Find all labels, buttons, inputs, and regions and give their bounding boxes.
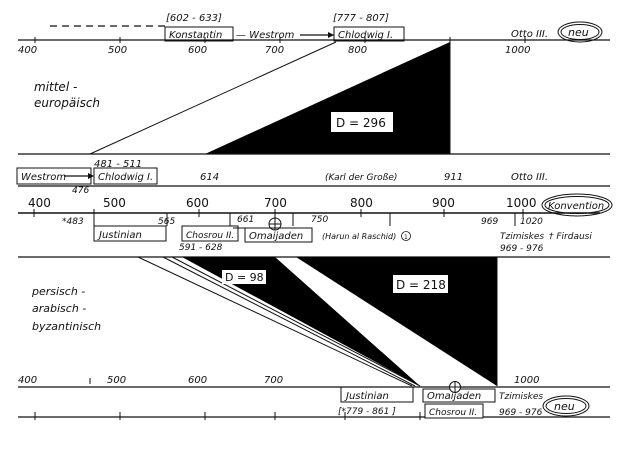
top-d-label-bg xyxy=(331,112,393,132)
lower-shift-line-3 xyxy=(171,256,421,387)
middle-axis-label-600: 600 xyxy=(186,196,209,210)
top-axis-label-800: 800 xyxy=(348,45,367,56)
middle-year-661: 661 xyxy=(237,215,254,225)
top-chlodwig-label: Chlodwig I. xyxy=(338,30,393,41)
lower-justinian-label: Justinian xyxy=(344,391,389,402)
lower-chosrou-box xyxy=(424,403,484,419)
region-label-arabisch: arabisch - xyxy=(32,302,86,315)
middle-year-969: 969 xyxy=(481,217,498,227)
middle-omaijaden-label: Omaijaden xyxy=(249,231,303,242)
top-westrom-arrowhead xyxy=(328,32,334,38)
middle-upper-annotations: 481 - 511 Westrom Chlodwig I. 614 (Karl … xyxy=(16,153,610,196)
lower-axis-label-600: 600 xyxy=(188,375,207,386)
top-konstantin-label: Konstantin xyxy=(169,30,222,41)
middle-footnote-circle xyxy=(401,231,411,241)
middle-year-911: 911 xyxy=(444,172,463,183)
middle-harun: (Harun al Raschid) xyxy=(322,232,396,241)
lower-neu-ellipse-outer xyxy=(542,395,590,417)
middle-footnote-number: 1 xyxy=(404,234,408,241)
top-bracket-years-left: [602 - 633] xyxy=(166,13,222,24)
middle-main-axis: 400 500 600 700 800 900 1000 Konvention … xyxy=(18,193,613,231)
konvention-label: Konvention xyxy=(548,201,604,212)
lower-neu-ellipse-inner xyxy=(545,398,587,414)
lower-axis-label-700: 700 xyxy=(264,375,283,386)
top-axis-label-700: 700 xyxy=(265,45,284,56)
lower-years-969-976: 969 - 976 xyxy=(499,408,543,418)
lower-d98-label: D = 98 xyxy=(225,271,264,284)
top-neu-ellipse-outer xyxy=(557,21,603,43)
top-axis-label-400: 400 xyxy=(18,45,37,56)
middle-axis-label-500: 500 xyxy=(103,196,126,210)
region-label-persisch: persisch - xyxy=(31,285,85,298)
lower-shift-line-2 xyxy=(162,256,416,387)
middle-omaijaden-box xyxy=(244,227,313,243)
middle-chosrou-label: Chosrou II. xyxy=(186,231,234,241)
top-neu-label: neu xyxy=(568,26,589,39)
middle-justinian-box xyxy=(93,225,167,242)
lower-d218-bg xyxy=(393,275,448,293)
middle-axis-label-400: 400 xyxy=(28,196,51,210)
middle-boxes: Justinian Chosrou II. Omaijaden (Harun a… xyxy=(93,225,592,254)
middle-years-481: 481 - 511 xyxy=(94,159,142,170)
middle-axis-label-900: 900 xyxy=(432,196,455,210)
middle-axis-label-700: 700 xyxy=(264,196,287,210)
lower-years-779: [*779 - 861 ] xyxy=(338,407,396,417)
middle-axis-label-800: 800 xyxy=(350,196,373,210)
top-chlodwig-box xyxy=(333,26,405,42)
top-axis-label-600: 600 xyxy=(188,45,207,56)
top-otto-label: Otto III. xyxy=(511,29,548,40)
region-label-mitteleuropaeisch-2: europäisch xyxy=(34,96,100,110)
lower-axis-label-1000: 1000 xyxy=(514,375,539,386)
middle-year-565: 565 xyxy=(158,217,175,227)
middle-chosrou-box xyxy=(181,225,239,242)
top-black-triangle xyxy=(205,42,450,154)
lower-d98-bg xyxy=(222,270,266,284)
middle-year-614: 614 xyxy=(200,172,219,183)
top-timeline: [602 - 633] [777 - 807] Konstantin — Wes… xyxy=(18,13,610,56)
middle-tzimiskes: Tzimiskes xyxy=(500,232,544,242)
lower-axis-label-400: 400 xyxy=(18,375,37,386)
middle-year-483: *483 xyxy=(62,217,84,227)
middle-axis-label-1000: 1000 xyxy=(506,196,537,210)
middle-firdausi: † Firdausi xyxy=(549,232,592,242)
middle-years-591: 591 - 628 xyxy=(179,243,223,253)
middle-karl: (Karl der Große) xyxy=(325,173,397,183)
middle-westrom-label: Westrom xyxy=(21,172,66,183)
top-axis-label-500: 500 xyxy=(108,45,127,56)
top-d-label: D = 296 xyxy=(336,116,386,130)
middle-chlodwig-box xyxy=(93,167,158,185)
region-label-byzantinisch: byzantinisch xyxy=(32,320,101,333)
top-westrom-label: — Westrom xyxy=(236,30,295,41)
top-konstantin-box xyxy=(164,26,234,42)
konvention-ellipse-outer xyxy=(541,193,613,217)
lower-omaijaden-label: Omaijaden xyxy=(427,391,481,402)
middle-chlodwig-label: Chlodwig I. xyxy=(98,172,153,183)
middle-westrom-arrowhead xyxy=(88,173,94,179)
middle-year-1020: 1020 xyxy=(520,217,543,227)
top-shift-region: D = 296 mittel - europäisch xyxy=(34,41,451,155)
top-axis-label-1000: 1000 xyxy=(505,45,530,56)
lower-chosrou-label: Chosrou II. xyxy=(429,408,477,418)
top-shift-line xyxy=(89,41,337,155)
middle-years-969-976: 969 - 976 xyxy=(500,244,544,254)
middle-year-476: 476 xyxy=(72,186,89,196)
lower-d218-label: D = 218 xyxy=(396,278,446,292)
lower-axis-label-500: 500 xyxy=(107,375,126,386)
lower-bottom-ticks xyxy=(34,412,421,420)
lower-black-triangle-small xyxy=(182,257,420,386)
lower-neu-label: neu xyxy=(554,400,575,413)
middle-otto: Otto III. xyxy=(511,172,548,183)
konvention-ellipse-inner xyxy=(544,196,610,214)
lower-timeline: 400 500 600 700 1000 Justinian Omaijaden… xyxy=(18,375,610,420)
lower-shift-region: D = 98 D = 218 persisch - arabisch - byz… xyxy=(18,256,610,387)
region-label-mitteleuropaeisch-1: mittel - xyxy=(34,80,77,94)
top-bracket-years-right: [777 - 807] xyxy=(333,13,389,24)
middle-year-750: 750 xyxy=(311,215,328,225)
lower-shift-line-1 xyxy=(137,256,413,387)
lower-justinian-box xyxy=(340,386,414,403)
lower-tzimiskes: Tzimiskes xyxy=(499,392,543,402)
middle-justinian-label: Justinian xyxy=(97,230,142,241)
